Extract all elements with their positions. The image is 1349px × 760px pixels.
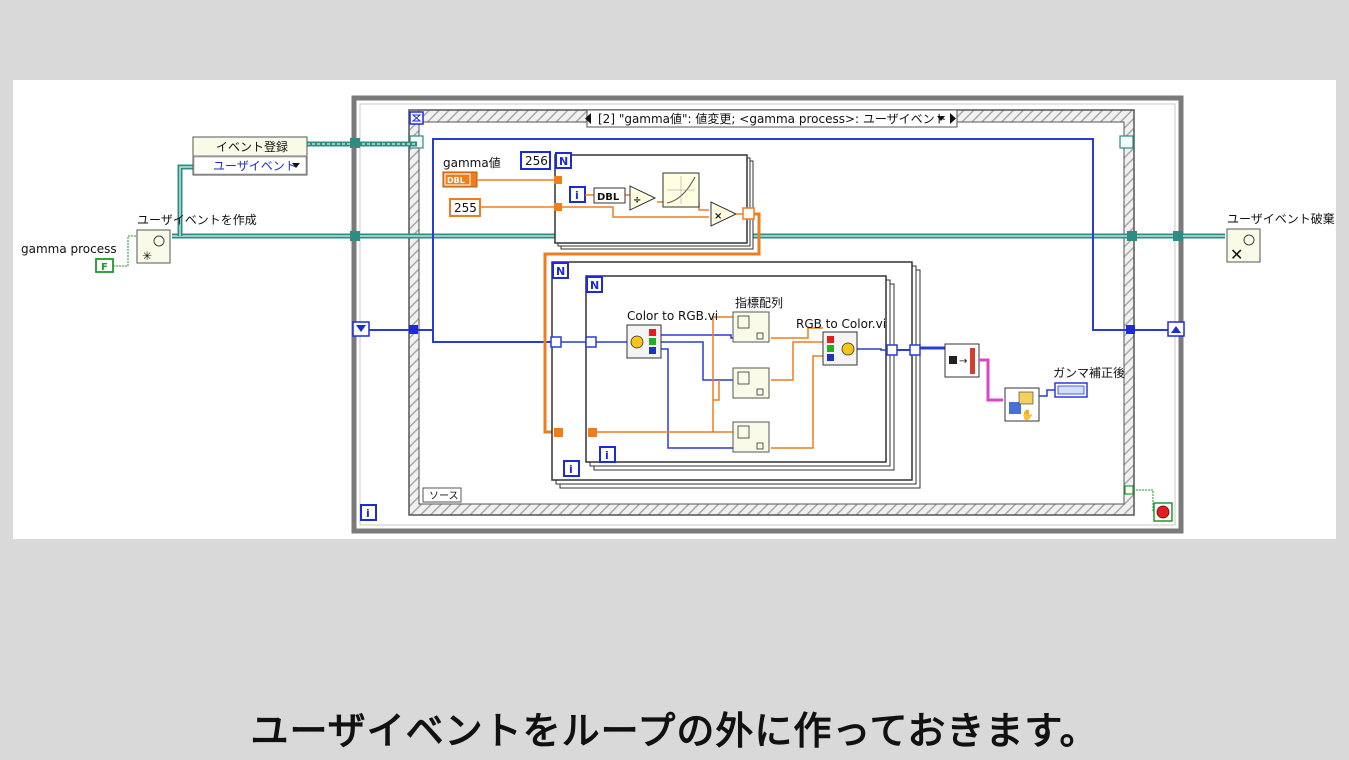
stop-icon — [1156, 505, 1170, 519]
source-label: ソース — [429, 491, 459, 502]
image-shift-register-wire — [368, 138, 1168, 343]
refnum-tunnel-left — [350, 231, 360, 241]
const-255-text: 255 — [454, 201, 477, 215]
iteration-i-outer: i — [569, 463, 573, 476]
event-data-terminal-right-icon — [1119, 135, 1134, 149]
iteration-terminal-while — [360, 504, 377, 521]
create-event-label: ユーザイベントを作成 — [137, 213, 257, 227]
index-array-node-g[interactable] — [732, 367, 770, 399]
next-case-arrow-icon[interactable] — [950, 113, 956, 124]
lut-wires-inner — [591, 316, 823, 449]
dbl-terminal-text: DBL — [447, 176, 465, 185]
count-n-outer: N — [556, 265, 565, 278]
refnum-tunnel-inner — [1127, 231, 1137, 241]
hand-icon: ✋ — [1021, 408, 1033, 421]
register-node-title: イベント登録 — [216, 139, 288, 154]
rgb-to-color-label: RGB to Color.vi — [796, 317, 886, 331]
index-array-label: 指標配列 — [735, 295, 783, 310]
create-user-event-node[interactable]: ✳ — [136, 229, 171, 264]
output-tunnel-outer — [909, 344, 921, 356]
to-double-node[interactable]: DBL — [593, 187, 626, 204]
lut-indexing-tunnel — [742, 207, 755, 220]
iteration-i-top: i — [575, 189, 579, 202]
iteration-terminal-outer — [563, 460, 580, 477]
const-256-text: 256 — [525, 154, 548, 168]
refnum-tunnel-right — [1173, 231, 1183, 241]
count-n-inner: N — [590, 279, 599, 292]
gamma-wires — [477, 179, 709, 218]
block-diagram: [2] "gamma値": 値変更; <gamma process>: ユーザイ… — [21, 95, 1335, 534]
image-index-tunnel-outer — [550, 336, 562, 348]
gamma-tunnel — [554, 176, 562, 184]
stop-tunnel — [1124, 485, 1134, 495]
source-node — [422, 487, 462, 503]
hourglass-icon — [411, 114, 422, 122]
event-case-selector[interactable]: [2] "gamma値": 値変更; <gamma process>: ユーザイ… — [585, 109, 958, 128]
register-node-item: ユーザイベント — [213, 159, 297, 173]
iteration-i-while: i — [366, 507, 370, 520]
case-selector-label: [2] "gamma値": 値変更; <gamma process>: ユーザイ… — [598, 111, 947, 126]
iteration-terminal-inner — [599, 446, 616, 463]
divide-node[interactable]: ÷ — [629, 185, 657, 211]
shift-register-up-icon — [1171, 326, 1181, 333]
slide-caption: ユーザイベントをループの外に作っておきます。 — [250, 709, 1099, 753]
gamma-value-terminal[interactable]: DBL — [442, 171, 478, 188]
to-double-text: DBL — [597, 192, 620, 203]
const-255-tunnel — [554, 203, 562, 211]
multiply-symbol: × — [714, 211, 722, 222]
count-terminal-inner — [586, 276, 603, 293]
gamma-lut-for-loop[interactable] — [554, 154, 754, 250]
close-icon: ✕ — [1230, 245, 1243, 264]
lut-tunnel-inner — [588, 428, 597, 437]
array-to-picture-node[interactable]: → — [944, 343, 980, 378]
rgb-to-color-node[interactable] — [822, 331, 858, 366]
destroy-event-label: ユーザイベント破棄 — [1227, 211, 1335, 226]
event-tunnel — [350, 138, 360, 148]
stop-terminal[interactable] — [1153, 502, 1173, 522]
prev-case-arrow-icon[interactable] — [585, 113, 591, 124]
lut-tunnel-outer — [554, 428, 563, 437]
gamma-process-label: gamma process — [21, 242, 117, 256]
asterisk-icon: ✳ — [142, 249, 152, 263]
const-256[interactable] — [520, 151, 551, 170]
gamma-value-label: gamma値 — [443, 155, 501, 170]
image-index-tunnel-inner — [585, 336, 597, 348]
index-array-node-r[interactable] — [732, 311, 770, 343]
output-tunnel-inner — [886, 344, 898, 356]
destroy-user-event-node[interactable]: ✕ — [1226, 228, 1261, 264]
output-label: ガンマ補正後 — [1053, 366, 1125, 380]
gamma-process-const-text: F — [101, 262, 108, 273]
register-dropdown-icon[interactable] — [292, 163, 300, 168]
power-node[interactable] — [662, 172, 700, 208]
output-picture-indicator[interactable] — [1054, 382, 1088, 398]
divide-symbol: ÷ — [633, 195, 641, 206]
shift-register-down-icon — [356, 325, 366, 332]
draw-picture-node[interactable]: ✋ — [1004, 387, 1040, 422]
multiply-node[interactable]: × — [710, 201, 738, 227]
image-tunnel-right — [1126, 325, 1135, 334]
color-to-rgb-label: Color to RGB.vi — [627, 309, 718, 323]
count-n-top: N — [559, 155, 568, 168]
image-tunnel-left — [409, 325, 418, 334]
count-terminal-top — [555, 152, 572, 169]
register-for-events-node[interactable]: イベント登録 ユーザイベント — [192, 136, 308, 176]
while-loop[interactable] — [351, 95, 1184, 534]
index-array-node-b[interactable] — [732, 421, 770, 453]
count-terminal-outer — [552, 262, 569, 279]
block-diagram-panel: [2] "gamma値": 値変更; <gamma process>: ユーザイ… — [13, 80, 1336, 539]
iteration-i-inner: i — [605, 449, 609, 462]
svg-text:→: → — [959, 356, 967, 367]
output-wires — [897, 346, 945, 351]
dropdown-arrow-icon[interactable] — [937, 116, 945, 121]
color-to-rgb-node[interactable] — [626, 324, 662, 359]
